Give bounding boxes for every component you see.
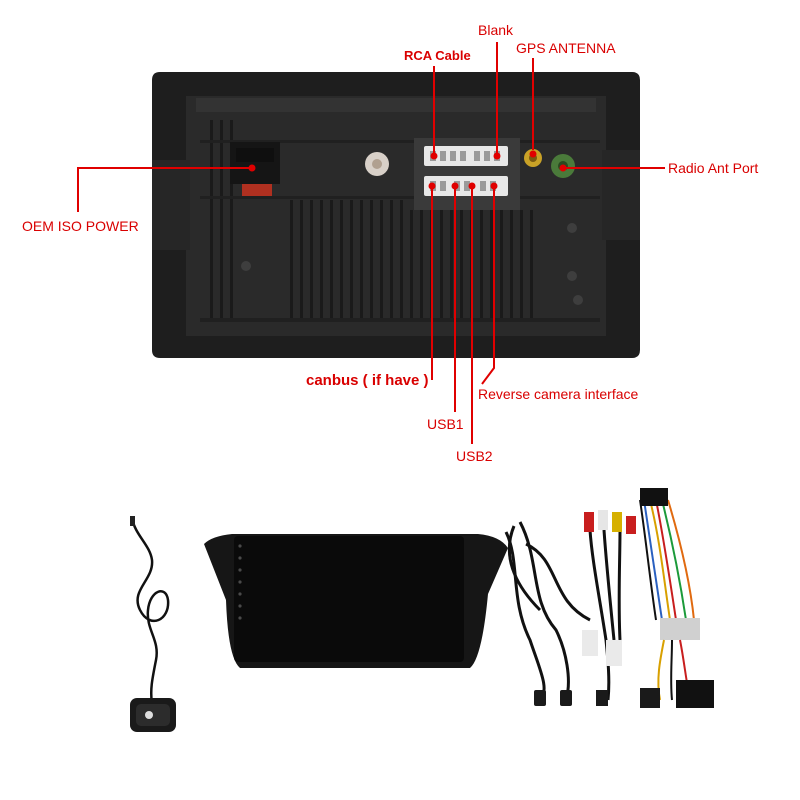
usb2-label: USB2 <box>456 448 493 464</box>
gps-antenna-icon <box>130 516 176 732</box>
usb-cable-icon <box>504 521 591 702</box>
callout-leaders <box>77 42 665 444</box>
gps-antenna-label: GPS ANTENNA <box>516 40 616 56</box>
blank-label: Blank <box>478 22 514 38</box>
usb1-label: USB1 <box>427 416 464 432</box>
reverse-camera-label: Reverse camera interface <box>478 386 639 402</box>
head-unit-screen-icon <box>204 534 508 668</box>
canbus-label: canbus ( if have ) <box>306 372 429 389</box>
rca-harness-icon <box>582 510 636 706</box>
power-harness-icon <box>639 488 714 708</box>
rca-cable-label: RCA Cable <box>404 48 471 63</box>
oem-iso-power-label: OEM ISO POWER <box>22 218 139 234</box>
radio-back-panel-icon <box>152 72 640 358</box>
radio-ant-port-label: Radio Ant Port <box>668 160 759 176</box>
